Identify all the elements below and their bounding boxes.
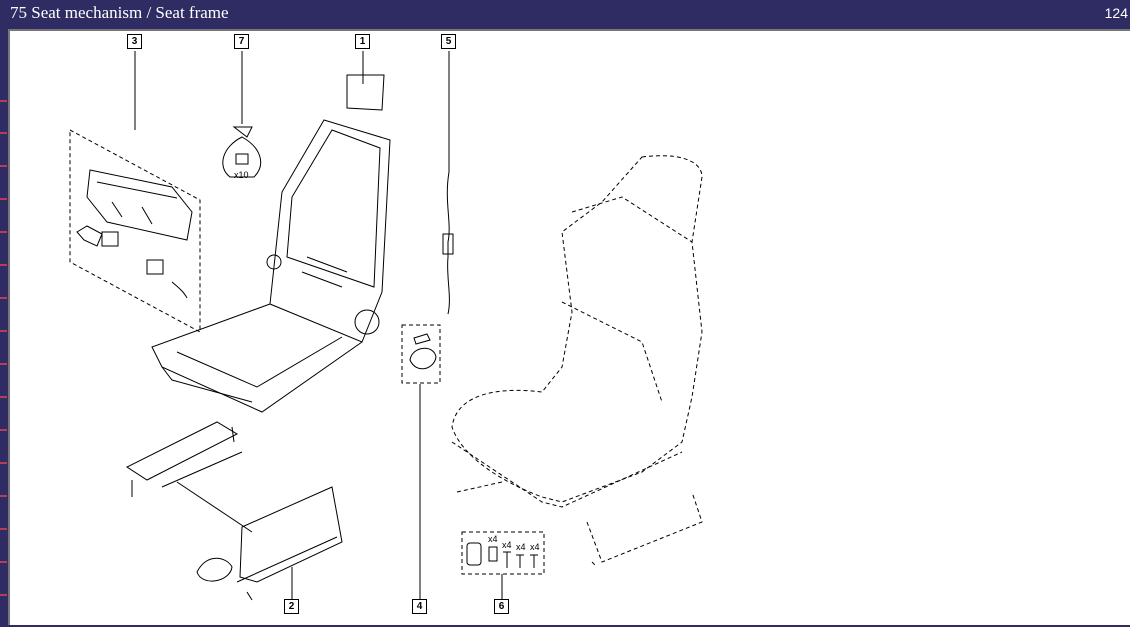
exploded-parts-diagram (69, 51, 703, 601)
part-2-seat-rail (125, 421, 343, 601)
margin-tick (0, 561, 7, 563)
callout-5[interactable]: 5 (441, 34, 456, 49)
margin-tick (0, 495, 7, 497)
fastener-quantity: x4 (502, 540, 512, 550)
margin-tick (0, 231, 7, 233)
fastener-quantity: x4 (516, 542, 526, 552)
margin-tick (0, 462, 7, 464)
margin-tick (0, 396, 7, 398)
margin-tick (0, 264, 7, 266)
diagram-canvas: 3 7 1 5 2 4 6 x10 x4 x4 x4 x4 (8, 29, 1130, 625)
complete-seat-outline (451, 155, 703, 568)
callout-7[interactable]: 7 (234, 34, 249, 49)
margin-tick (0, 198, 7, 200)
margin-tick (0, 594, 7, 596)
part-1-seat-frame (151, 74, 391, 413)
page-title: 75 Seat mechanism / Seat frame (10, 3, 229, 22)
callout-2[interactable]: 2 (284, 599, 299, 614)
page-number: 124 (1104, 5, 1128, 21)
part-6-fasteners (461, 531, 545, 575)
fastener-quantity: x4 (530, 542, 540, 552)
callout-1[interactable]: 1 (355, 34, 370, 49)
clip-quantity: x10 (234, 170, 249, 180)
margin-tick (0, 165, 7, 167)
part-4-knob (401, 324, 441, 384)
margin-tick (0, 429, 7, 431)
part-7-clips (222, 126, 262, 178)
title-bar: 75 Seat mechanism / Seat frame 124 (0, 0, 1130, 28)
margin-tick (0, 363, 7, 365)
margin-tick (0, 297, 7, 299)
part-3-trim-kit (69, 129, 201, 333)
margin-tick (0, 330, 7, 332)
callout-3[interactable]: 3 (127, 34, 142, 49)
callout-6[interactable]: 6 (494, 599, 509, 614)
leader-lines (134, 51, 503, 600)
callout-4[interactable]: 4 (412, 599, 427, 614)
fastener-quantity: x4 (488, 534, 498, 544)
part-5-cable (442, 171, 454, 315)
margin-tick (0, 100, 7, 102)
margin-tick (0, 132, 7, 134)
margin-tick (0, 528, 7, 530)
